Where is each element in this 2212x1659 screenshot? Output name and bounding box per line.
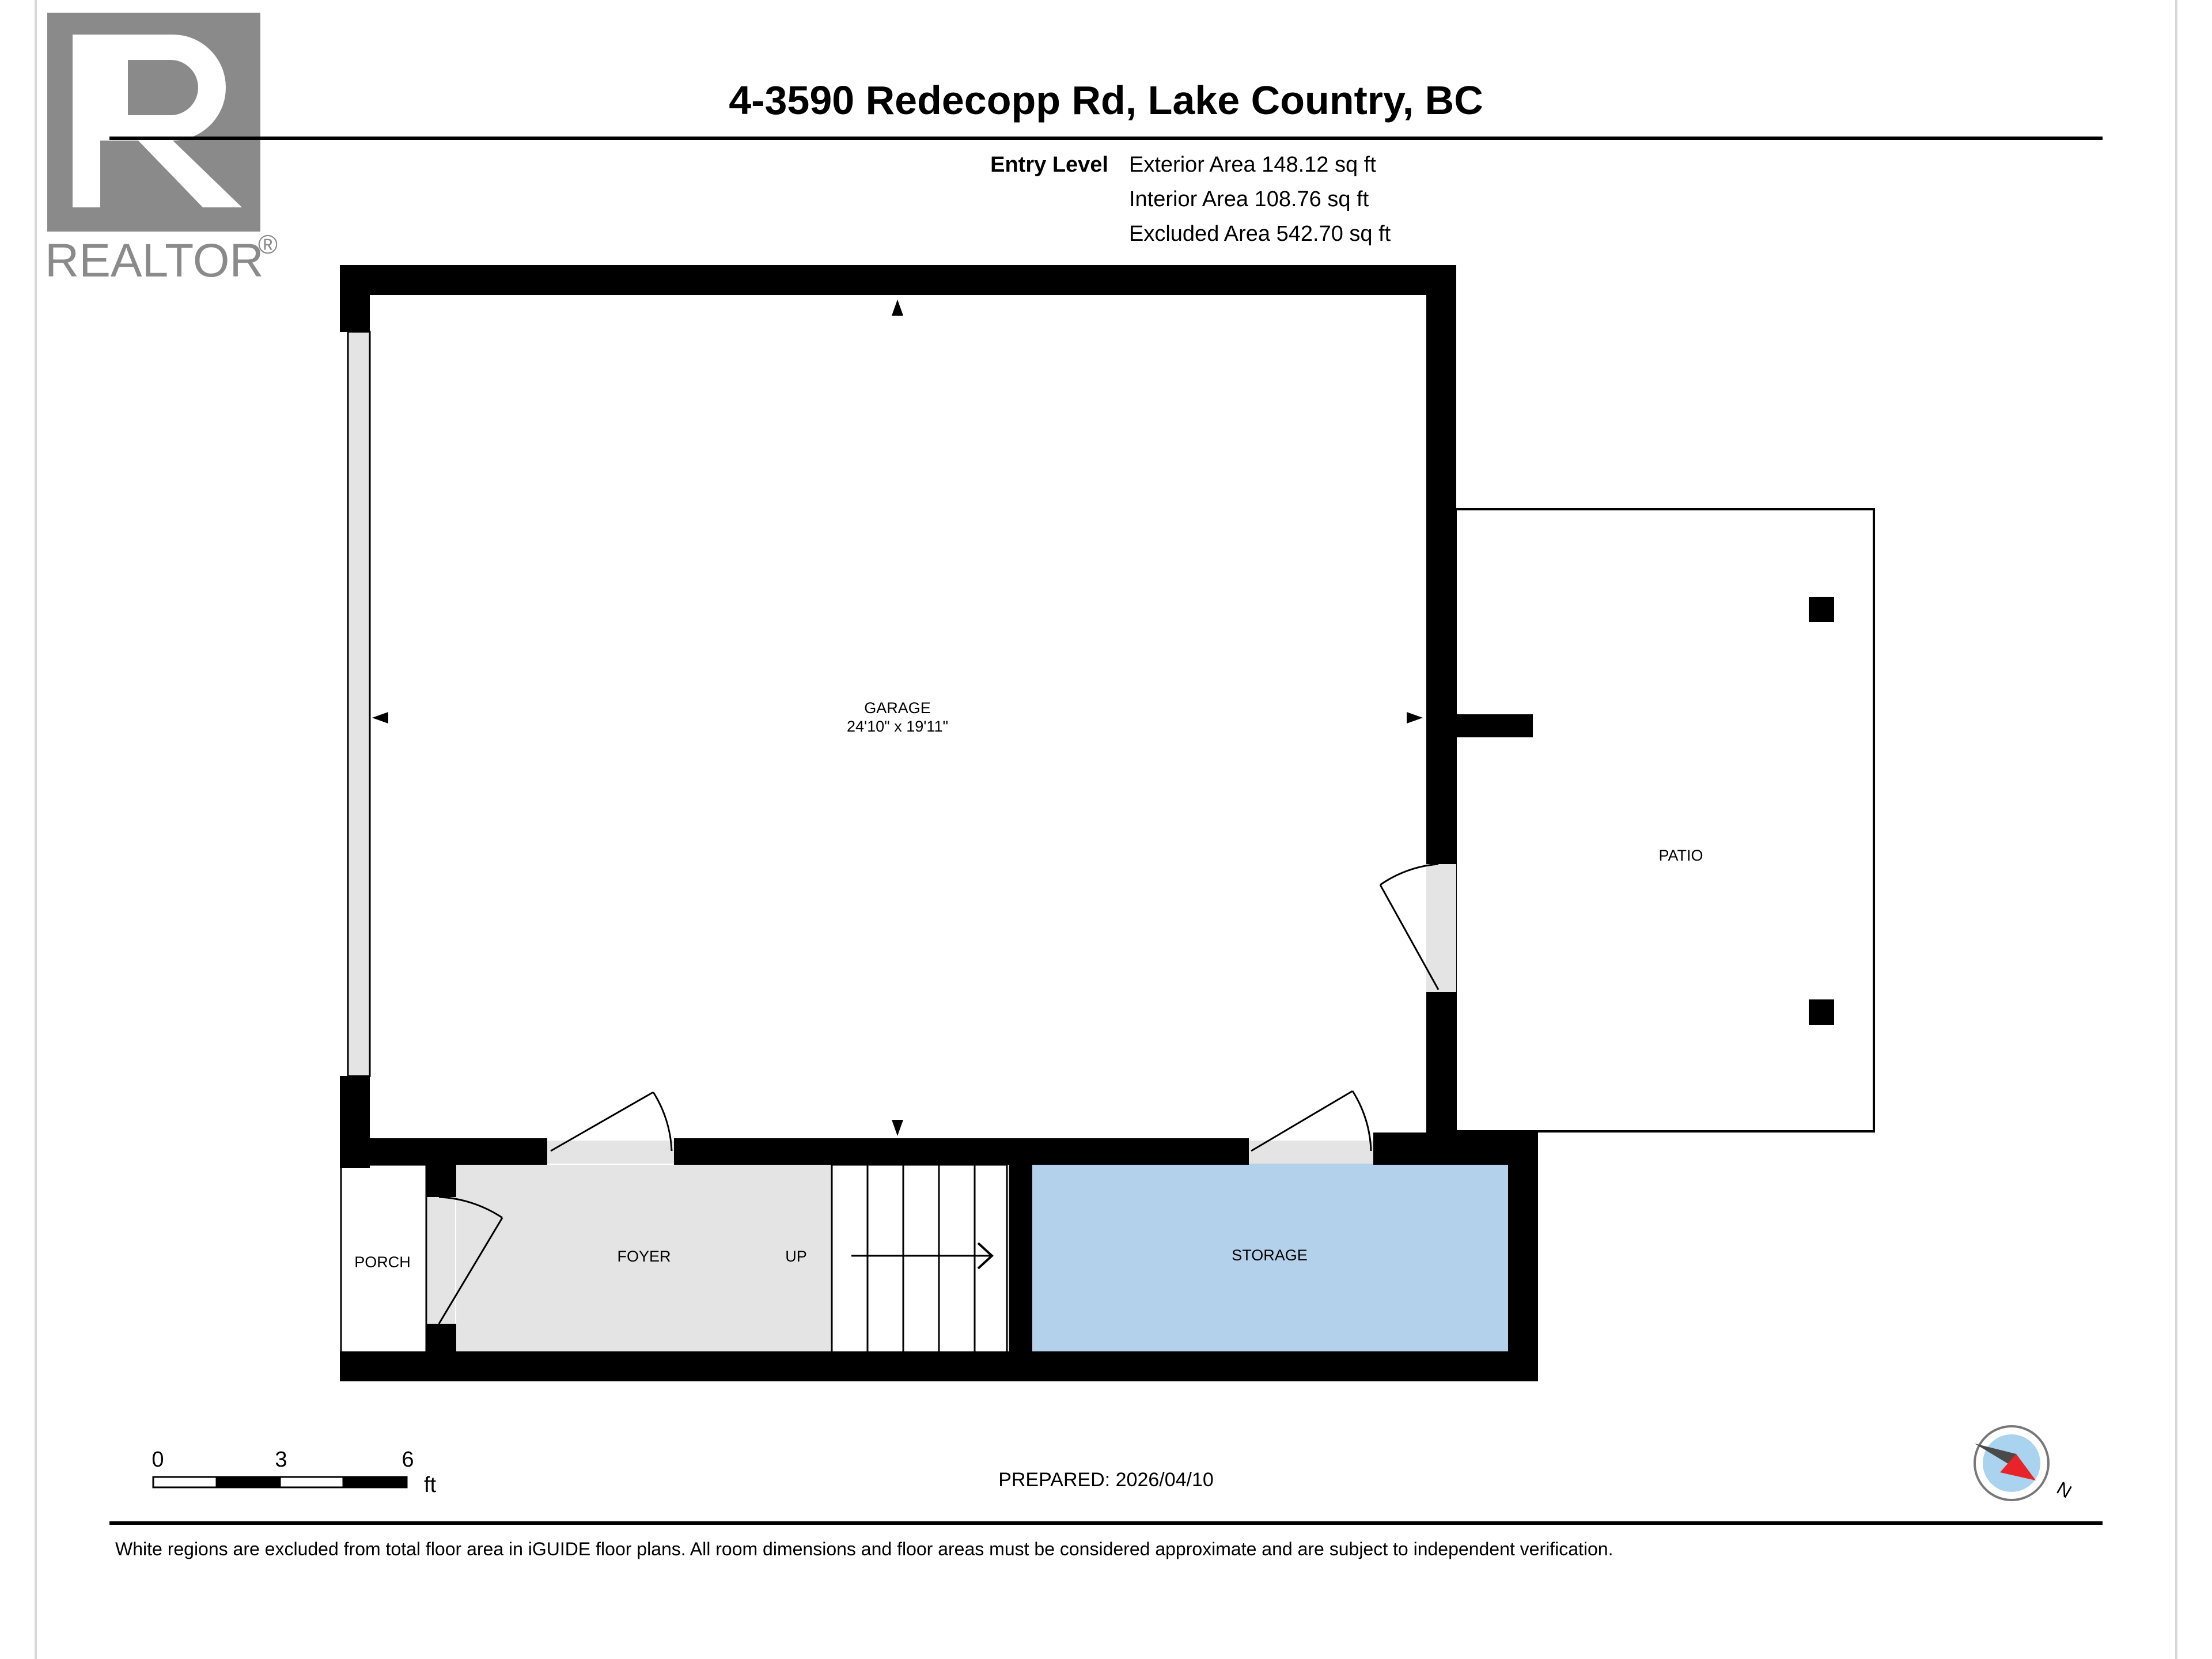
scale-tick-3: 3: [275, 1448, 287, 1472]
patio-wall-stub: [1456, 714, 1533, 737]
logo-wordmark: REALTOR: [45, 234, 264, 287]
logo-registered-mark: ®: [258, 229, 278, 259]
patio-post-top: [1809, 597, 1834, 622]
dimension-arrow-right: [1407, 712, 1423, 724]
stairs-up-label: UP: [785, 1248, 807, 1265]
garage-dimensions: 24'10" x 19'11": [847, 718, 948, 735]
compass-label: N: [2054, 1478, 2075, 1502]
storage-garage-door: [1249, 1090, 1373, 1164]
garage-door-opening: [347, 331, 371, 1077]
garage-label: GARAGE: [864, 699, 931, 717]
scale-tick-0: 0: [151, 1448, 164, 1472]
patio-room: [1455, 508, 1875, 1132]
porch-room: [340, 1164, 427, 1359]
stairs: [831, 1164, 1008, 1358]
foyer-label: FOYER: [617, 1248, 671, 1265]
patio-label: PATIO: [1658, 847, 1703, 864]
dimension-arrow-top: [892, 300, 903, 316]
exterior-area: Exterior Area 148.12 sq ft: [1129, 153, 1376, 177]
porch-entry-door: [427, 1196, 503, 1324]
dimension-arrow-left: [372, 712, 388, 724]
patio-door: [1379, 863, 1456, 992]
foyer-garage-door: [547, 1091, 674, 1164]
patio-post-bottom: [1809, 999, 1834, 1025]
garage-walls: [340, 265, 1538, 1381]
storage-room: [1032, 1162, 1508, 1357]
level-label: Entry Level: [990, 153, 1108, 177]
footer-disclaimer: White regions are excluded from total fl…: [115, 1539, 1613, 1559]
north-compass-icon: [1974, 1425, 2050, 1501]
realtor-r-logo: [47, 13, 260, 232]
interior-area: Interior Area 108.76 sq ft: [1129, 187, 1369, 211]
excluded-area: Excluded Area 542.70 sq ft: [1129, 222, 1391, 246]
page-title: 4-3590 Redecopp Rd, Lake Country, BC: [729, 78, 1483, 123]
scale-unit: ft: [424, 1473, 437, 1497]
prepared-date: PREPARED: 2026/04/10: [998, 1469, 1214, 1491]
porch-label: PORCH: [354, 1253, 411, 1271]
storage-label: STORAGE: [1232, 1247, 1308, 1264]
scale-bar: [152, 1476, 408, 1488]
scale-tick-6: 6: [402, 1448, 414, 1472]
dimension-arrow-bottom: [892, 1120, 903, 1136]
